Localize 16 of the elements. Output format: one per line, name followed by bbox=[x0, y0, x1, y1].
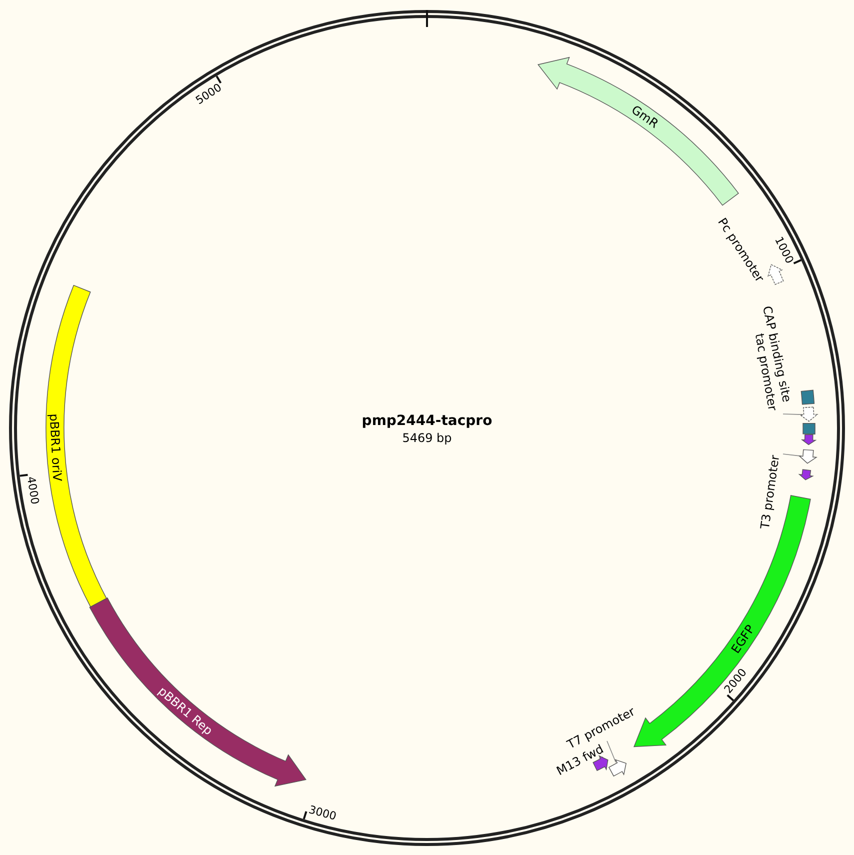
feature-band: pBBR1 oriV bbox=[46, 284, 107, 608]
promoter-mark bbox=[800, 406, 818, 422]
promoter-mark bbox=[608, 759, 626, 776]
promoter-mark bbox=[799, 449, 817, 464]
leader-line bbox=[606, 740, 616, 763]
feature-box bbox=[802, 422, 816, 434]
tick-label: 4000 bbox=[24, 476, 42, 506]
promoter-mark bbox=[768, 264, 784, 285]
sequence-length: 5469 bp bbox=[402, 431, 452, 445]
tick-label: 1000 bbox=[772, 234, 796, 266]
tick-label: 3000 bbox=[307, 803, 338, 824]
primer-mark bbox=[802, 434, 816, 446]
primer-mark bbox=[798, 469, 814, 480]
feature-box bbox=[800, 390, 815, 405]
leader-line bbox=[782, 454, 802, 457]
plasmid-name: pmp2444-tacpro bbox=[362, 413, 492, 429]
